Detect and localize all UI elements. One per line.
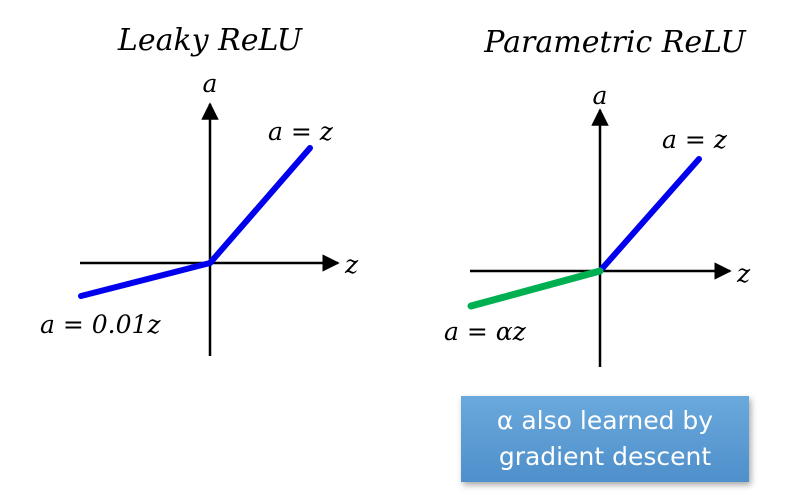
parametric-x-axis-label: z <box>736 259 751 288</box>
alpha-learned-note: α also learned by gradient descent <box>461 396 749 482</box>
note-line-1: α also learned by <box>496 406 714 435</box>
leaky-positive-segment <box>207 145 313 266</box>
parametric-positive-label: a = z <box>662 125 728 154</box>
leaky-relu-plot: Leaky ReLU a z a = z a = 0.01z <box>40 23 359 356</box>
parametric-relu-plot: Parametric ReLU a z a = z a = αz <box>444 25 751 367</box>
leaky-negative-label: a = 0.01z <box>40 310 161 339</box>
leaky-positive-label: a = z <box>268 117 334 146</box>
parametric-y-axis-label: a <box>593 81 608 110</box>
leaky-x-axis-label: z <box>344 250 359 279</box>
leaky-y-axis-label: a <box>203 69 218 98</box>
parametric-negative-segment <box>467 267 604 310</box>
parametric-negative-label: a = αz <box>444 317 527 346</box>
leaky-negative-segment <box>78 260 213 299</box>
parametric-relu-title: Parametric ReLU <box>483 25 747 60</box>
note-line-2: gradient descent <box>498 442 712 471</box>
parametric-positive-segment <box>597 156 702 274</box>
leaky-relu-title: Leaky ReLU <box>117 23 304 58</box>
